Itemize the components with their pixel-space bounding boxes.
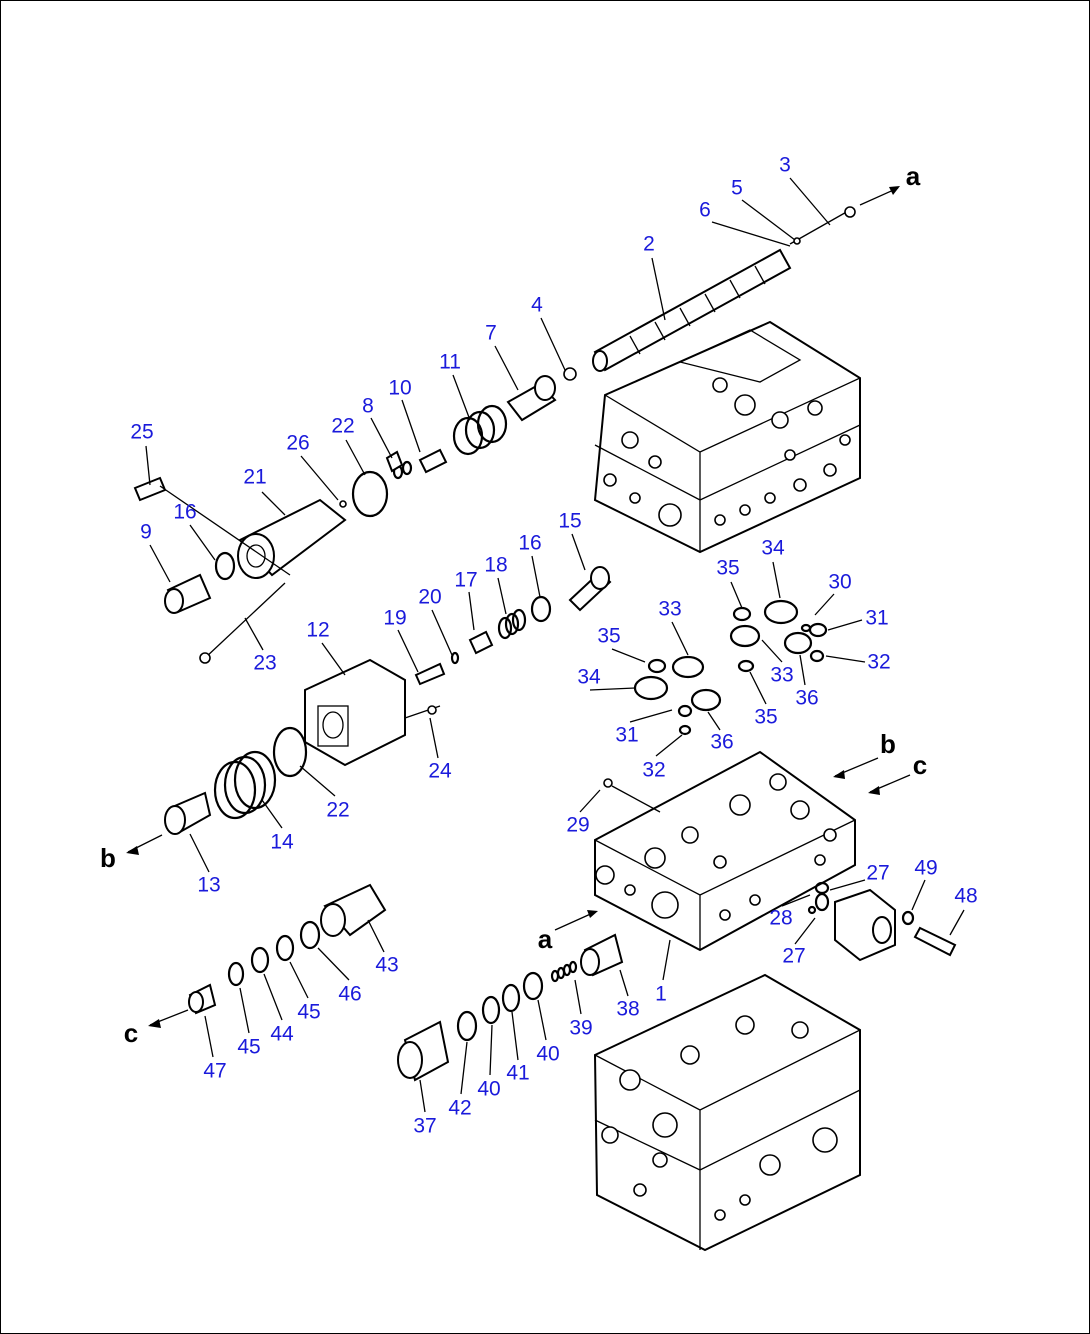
part-number-label-p29: 29 <box>566 814 589 837</box>
part-number-label-p9: 9 <box>140 521 152 544</box>
part-number-label-p12: 12 <box>306 619 329 642</box>
part-number-label-p37: 37 <box>413 1115 436 1138</box>
part-number-label-p34b: 34 <box>577 666 601 689</box>
part-number-label-p33a: 33 <box>658 598 681 621</box>
part-number-label-p35b: 35 <box>597 625 620 648</box>
part-number-label-p34a: 34 <box>761 537 785 560</box>
spool-assembly <box>592 206 856 372</box>
part-number-label-p40b: 40 <box>477 1078 500 1101</box>
part-number-label-p23: 23 <box>253 652 276 675</box>
part-number-label-p16a: 16 <box>173 501 196 524</box>
middle-valve-body <box>594 750 856 952</box>
connection-letter-label-la1: a <box>906 161 921 191</box>
part-number-label-p38: 38 <box>616 998 639 1021</box>
part-number-label-p36a: 36 <box>795 687 818 710</box>
part-number-label-p25: 25 <box>130 421 153 444</box>
upper-valve-body <box>593 320 861 554</box>
part-number-label-p44: 44 <box>270 1023 294 1046</box>
part-number-label-p27b: 27 <box>782 945 805 968</box>
part-number-label-p16b: 16 <box>518 532 541 555</box>
part-number-label-p2: 2 <box>643 233 655 256</box>
part-number-label-p32a: 32 <box>867 651 890 674</box>
part-number-label-p46: 46 <box>338 983 361 1006</box>
part-number-label-p31b: 31 <box>615 724 638 747</box>
part-number-label-p18: 18 <box>484 554 507 577</box>
part-number-label-p7: 7 <box>485 322 497 345</box>
part-number-label-p39: 39 <box>569 1017 592 1040</box>
part-number-label-p19: 19 <box>383 607 406 630</box>
connection-letter-label-la2: a <box>538 924 553 954</box>
part-number-label-p13: 13 <box>197 874 220 897</box>
upper-row-parts <box>133 367 577 664</box>
parts-artwork <box>126 177 965 1252</box>
part-number-label-p42: 42 <box>448 1097 471 1120</box>
part-number-label-p33b: 33 <box>770 664 793 687</box>
part-number-label-p43: 43 <box>375 954 398 977</box>
part-number-label-p3: 3 <box>779 154 791 177</box>
lower-valve-body <box>593 973 861 1252</box>
part-number-label-p17: 17 <box>454 569 477 592</box>
part-number-label-p45b: 45 <box>237 1036 260 1059</box>
part-number-label-p21: 21 <box>243 466 266 489</box>
part-number-label-p30: 30 <box>828 571 851 594</box>
part-number-label-p14: 14 <box>270 831 294 854</box>
o-ring-group <box>633 599 828 736</box>
part-number-label-p49: 49 <box>914 857 937 880</box>
side-cover <box>807 881 957 962</box>
part-number-label-p35a: 35 <box>716 557 739 580</box>
connection-letter-label-lc1: c <box>913 750 927 780</box>
part-number-label-p45a: 45 <box>297 1001 320 1024</box>
part-number-label-p36b: 36 <box>710 731 733 754</box>
part-number-label-p22b: 22 <box>326 799 349 822</box>
connection-letter-label-lc2: c <box>124 1018 138 1048</box>
part-number-label-p15: 15 <box>558 510 581 533</box>
part-number-label-p24: 24 <box>428 760 452 783</box>
connection-letter-label-lb2: b <box>100 843 116 873</box>
callout-labels: 3562471110822262521169231516181720191224… <box>100 154 978 1138</box>
part-number-label-p28: 28 <box>769 907 792 930</box>
leader-lines <box>145 177 965 1113</box>
middle-row-parts <box>164 566 612 835</box>
part-number-label-p22a: 22 <box>331 415 354 438</box>
part-number-label-p31a: 31 <box>865 607 888 630</box>
part-number-label-p4: 4 <box>531 294 543 317</box>
part-number-label-p5: 5 <box>731 177 743 200</box>
part-number-label-p48: 48 <box>954 885 977 908</box>
part-number-label-p20: 20 <box>418 586 441 609</box>
part-number-label-p10: 10 <box>388 377 411 400</box>
part-number-label-p6: 6 <box>699 199 711 222</box>
part-number-label-p1: 1 <box>655 983 667 1006</box>
part-number-label-p40a: 40 <box>536 1043 559 1066</box>
part-number-label-p8: 8 <box>362 395 374 418</box>
part-number-label-p32b: 32 <box>642 759 665 782</box>
part-number-label-p47: 47 <box>203 1060 226 1083</box>
part-number-label-p35c: 35 <box>754 706 777 729</box>
part-number-label-p41: 41 <box>506 1062 529 1085</box>
lower-row-parts <box>188 883 624 1082</box>
part-number-label-p26: 26 <box>286 432 309 455</box>
connection-letter-label-lb1: b <box>880 729 896 759</box>
part-number-label-p27a: 27 <box>866 862 889 885</box>
flow-arrows <box>126 186 911 1028</box>
part-number-label-p11: 11 <box>439 351 461 374</box>
